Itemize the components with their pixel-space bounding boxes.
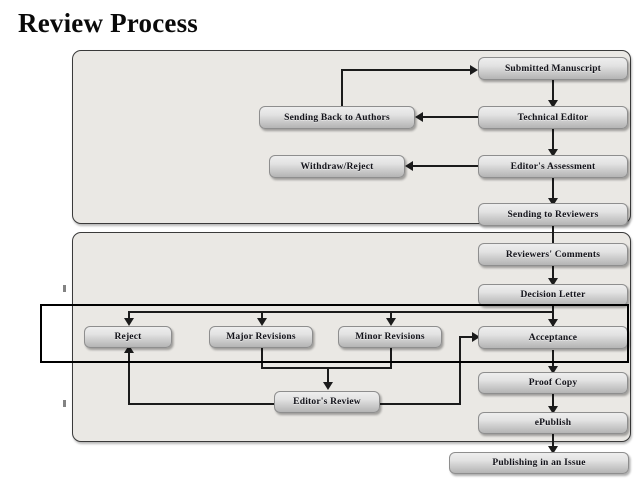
connector-proof-to-epublish bbox=[552, 394, 554, 412]
connector-editorsreview-to-left bbox=[128, 403, 281, 405]
node-reject[interactable]: Reject bbox=[84, 326, 172, 348]
node-decision-letter[interactable]: Decision Letter bbox=[478, 284, 628, 306]
connector-right-up-to-acceptance bbox=[459, 336, 461, 405]
arrowhead-acceptance-top bbox=[548, 319, 558, 327]
arrowhead-editors-review bbox=[323, 382, 333, 390]
node-editors-assessment[interactable]: Editor's Assessment bbox=[478, 155, 628, 178]
connector-sendback-up bbox=[341, 69, 343, 107]
arrowhead-editors-assessment bbox=[548, 149, 558, 157]
connector-assessment-to-reviewers bbox=[552, 178, 554, 203]
connector-epublish-to-publishing bbox=[552, 434, 554, 452]
node-epublish[interactable]: ePublish bbox=[478, 412, 628, 434]
connector-editorsreview-to-right bbox=[375, 403, 461, 405]
node-major-revisions[interactable]: Major Revisions bbox=[209, 326, 313, 348]
node-editors-review[interactable]: Editor's Review bbox=[274, 391, 380, 413]
node-submitted-manuscript[interactable]: Submitted Manuscript bbox=[478, 57, 628, 80]
connector-branch-reject bbox=[128, 311, 130, 323]
connector-minor-down bbox=[390, 347, 392, 369]
connector-submitted-to-technical bbox=[552, 80, 554, 105]
connector-major-down bbox=[261, 347, 263, 369]
arrowhead-publishing-in-an-issue bbox=[548, 446, 558, 454]
connector-left-up-to-reject bbox=[128, 350, 130, 405]
arrowhead-technical-editor bbox=[548, 100, 558, 108]
arrowhead-acceptance-left bbox=[472, 332, 480, 342]
connector-sendback-to-submitted bbox=[341, 69, 472, 71]
arrowhead-major-revisions bbox=[257, 318, 267, 326]
arrowhead-minor-revisions bbox=[386, 318, 396, 326]
node-technical-editor[interactable]: Technical Editor bbox=[478, 106, 628, 129]
node-withdraw-reject[interactable]: Withdraw/Reject bbox=[269, 155, 405, 178]
connector-branch-minor bbox=[390, 311, 392, 323]
arrowhead-reject-from-review bbox=[124, 345, 134, 353]
connector-branch-major bbox=[261, 311, 263, 323]
node-sending-back-to-authors[interactable]: Sending Back to Authors bbox=[259, 106, 415, 129]
connector-merge-to-editors-review bbox=[327, 367, 329, 387]
connector-decision-branch-bus bbox=[128, 311, 554, 313]
node-reviewers-comments[interactable]: Reviewers' Comments bbox=[478, 243, 628, 266]
connector-comments-to-decision bbox=[552, 266, 554, 284]
connector-reviewers-to-comments bbox=[552, 226, 554, 249]
margin-tick-lower bbox=[63, 400, 66, 407]
margin-tick-upper bbox=[63, 285, 66, 292]
node-minor-revisions[interactable]: Minor Revisions bbox=[338, 326, 442, 348]
connector-into-acceptance bbox=[459, 336, 477, 338]
arrowhead-withdraw-reject bbox=[405, 161, 413, 171]
connector-branch-acceptance bbox=[552, 311, 554, 325]
connector-revisions-merge-bus bbox=[261, 367, 392, 369]
page-title: Review Process bbox=[18, 8, 198, 38]
arrowhead-decision-letter bbox=[548, 278, 558, 286]
decision-outcomes-highlight-box bbox=[40, 304, 629, 363]
arrowhead-epublish bbox=[548, 406, 558, 414]
node-proof-copy[interactable]: Proof Copy bbox=[478, 372, 628, 394]
arrowhead-reject bbox=[124, 318, 134, 326]
node-publishing-in-an-issue[interactable]: Publishing in an Issue bbox=[449, 452, 629, 474]
arrowhead-sending-back-to-authors bbox=[415, 112, 423, 122]
node-sending-to-reviewers[interactable]: Sending to Reviewers bbox=[478, 203, 628, 226]
connector-assessment-to-withdraw bbox=[410, 165, 478, 167]
connector-technical-to-assessment bbox=[552, 129, 554, 154]
connector-technical-to-sendback bbox=[420, 116, 478, 118]
arrowhead-sending-to-reviewers bbox=[548, 198, 558, 206]
arrowhead-submitted-manuscript bbox=[470, 65, 478, 75]
arrowhead-proof-copy bbox=[548, 366, 558, 374]
